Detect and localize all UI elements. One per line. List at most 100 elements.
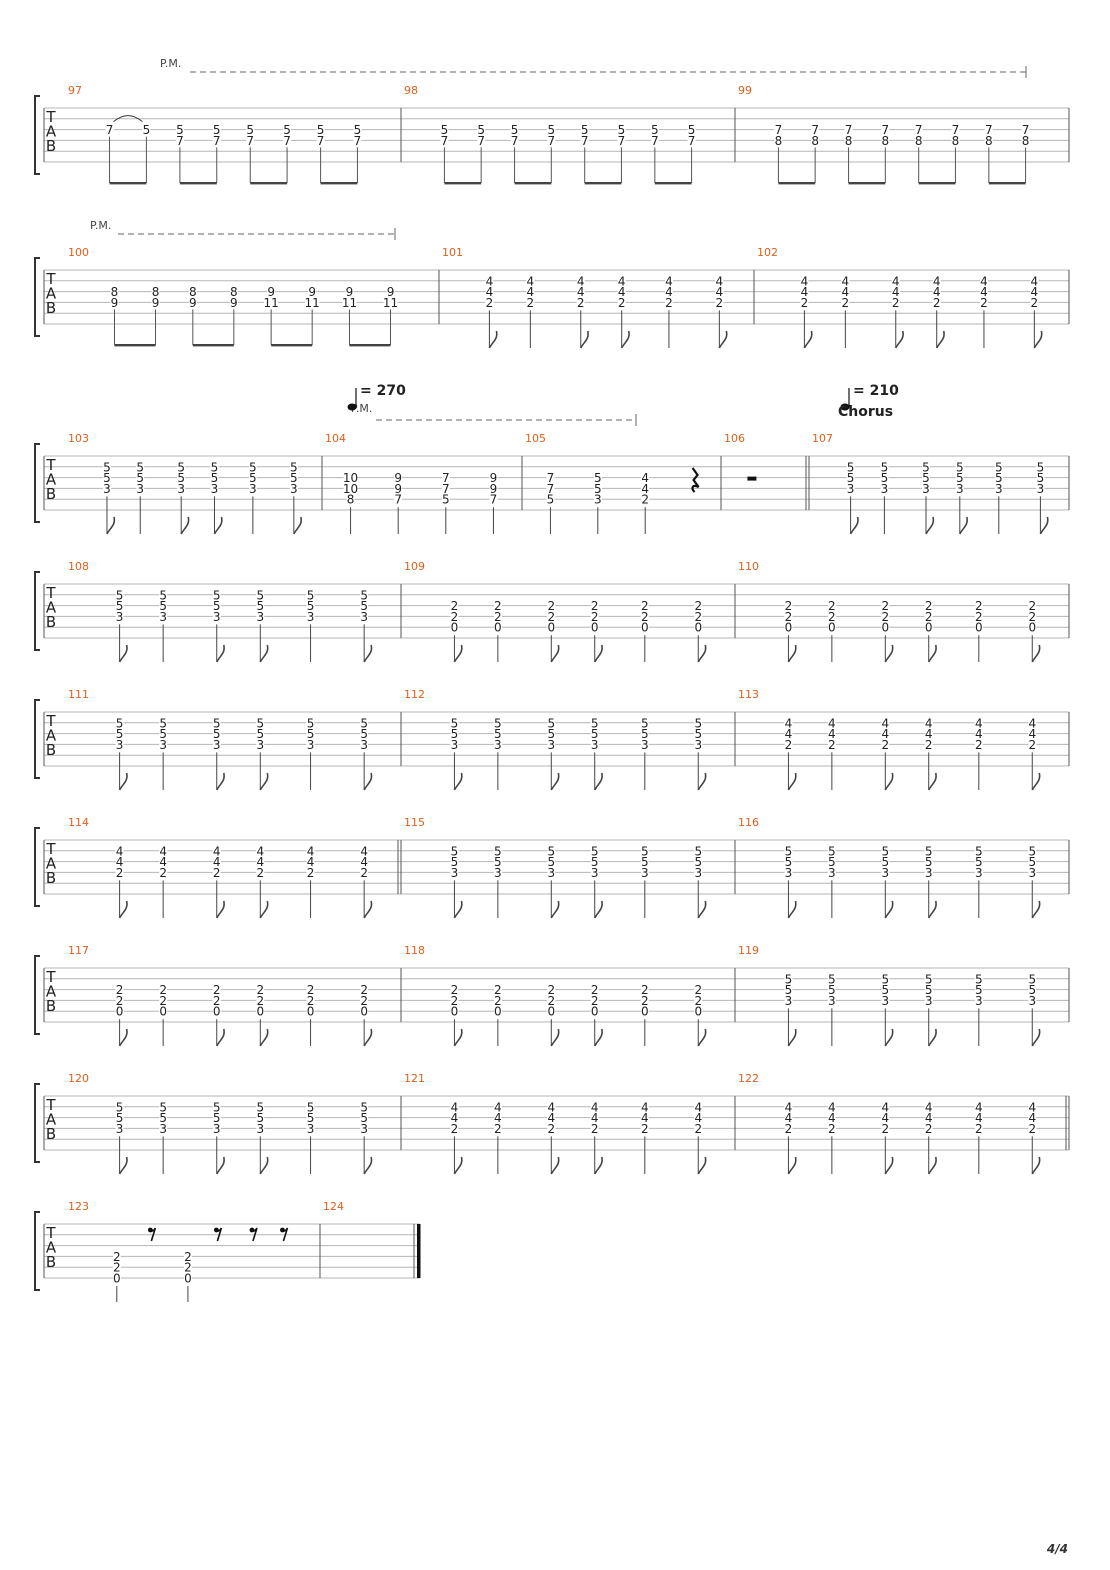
note-flag [935, 330, 945, 349]
fret-number: 2 [113, 1250, 121, 1264]
tab-clef-letter: T [45, 1224, 56, 1242]
fret-mask [115, 844, 124, 857]
fret-mask [547, 123, 556, 136]
fret-mask [580, 123, 589, 136]
fret-number: 2 [828, 738, 836, 752]
fret-number: 5 [354, 123, 362, 137]
fret-mask [924, 972, 933, 985]
fret-number: 2 [641, 610, 649, 624]
fret-number: 5 [547, 727, 555, 741]
fret-mask [827, 621, 836, 634]
fret-mask [256, 1111, 265, 1124]
tab-clef-letter: B [46, 869, 56, 887]
fret-number: 5 [785, 844, 793, 858]
fret-number: 3 [1037, 482, 1045, 496]
fret-mask [774, 134, 783, 147]
fret-number: 5 [360, 1111, 368, 1125]
fret-number: 2 [451, 983, 459, 997]
fret-mask [440, 134, 449, 147]
fret-mask [159, 855, 168, 868]
fret-number: 11 [264, 296, 279, 310]
fret-number: 2 [527, 296, 535, 310]
fret-number: 5 [1028, 855, 1036, 869]
tab-clef-letter: T [45, 108, 56, 126]
section-label: Chorus [838, 404, 893, 420]
fret-number: 3 [159, 1122, 167, 1136]
fret-mask [800, 285, 809, 298]
fret-number: 2 [159, 994, 167, 1008]
fret-mask [306, 599, 315, 612]
fret-number: 4 [527, 274, 535, 288]
note-flag [594, 900, 603, 919]
tempo-marking: = 210 [853, 383, 899, 399]
tab-clef-letter: T [45, 456, 56, 474]
fret-mask [450, 1005, 459, 1018]
fret-mask [694, 621, 703, 634]
fret-number: 2 [547, 983, 555, 997]
fret-number: 7 [688, 134, 696, 148]
fret-mask [1030, 274, 1039, 287]
bar-number: 110 [738, 560, 759, 573]
fret-number: 3 [256, 738, 264, 752]
fret-number: 4 [925, 1100, 933, 1114]
fret-mask [360, 588, 369, 601]
note-flag [884, 772, 894, 791]
fret-number: 4 [828, 727, 836, 741]
fret-number: 4 [1028, 716, 1036, 730]
fret-number: 2 [694, 610, 702, 624]
fret-number: 8 [952, 134, 960, 148]
fret-mask [827, 716, 836, 729]
fret-mask [784, 983, 793, 996]
fret-mask [924, 610, 933, 623]
fret-mask [256, 844, 265, 857]
note-flag [118, 900, 128, 919]
fret-number: 4 [1028, 1111, 1036, 1125]
note-flag [1031, 1028, 1041, 1047]
note-flag [787, 1028, 797, 1047]
fret-number: 2 [665, 296, 673, 310]
fret-number: 5 [360, 716, 368, 730]
fret-number: 7 [394, 493, 402, 507]
fret-mask [974, 716, 983, 729]
fret-number: 5 [828, 983, 836, 997]
fret-number: 2 [785, 610, 793, 624]
fret-number: 7 [581, 134, 589, 148]
fret-number: 2 [577, 296, 585, 310]
note-flag [895, 330, 904, 349]
fret-mask [955, 471, 964, 484]
tab-clef-letter: T [45, 840, 56, 858]
fret-number: 4 [881, 716, 889, 730]
fret-number: 0 [641, 1005, 649, 1019]
fret-mask [881, 599, 890, 612]
fret-number: 4 [360, 855, 368, 869]
note-flag [928, 772, 937, 791]
fret-mask [694, 1100, 703, 1113]
fret-mask [881, 844, 890, 857]
note-flag [216, 1156, 225, 1175]
tab-clef-letter: B [46, 299, 56, 317]
beam [444, 182, 482, 185]
note-flag [928, 900, 937, 919]
fret-mask [774, 123, 783, 136]
fret-number: 5 [213, 1100, 221, 1114]
fret-mask [283, 134, 292, 147]
note-flag [259, 772, 269, 791]
fret-mask [827, 738, 836, 751]
fret-mask [159, 588, 168, 601]
fret-mask [800, 296, 809, 309]
fret-number: 5 [307, 727, 315, 741]
fret-number: 5 [360, 727, 368, 741]
fret-mask [784, 610, 793, 623]
fret-mask [881, 994, 890, 1007]
fret-mask [955, 482, 964, 495]
fret-number: 3 [116, 610, 124, 624]
fret-mask [881, 621, 890, 634]
tab-clef-letter: A [46, 599, 57, 617]
fret-number: 5 [211, 471, 219, 485]
fret-mask [784, 716, 793, 729]
bar-number: 122 [738, 1072, 759, 1085]
fret-mask [914, 123, 923, 136]
fret-number: 3 [881, 994, 889, 1008]
fret-mask [1028, 716, 1037, 729]
fret-number: 5 [213, 599, 221, 613]
